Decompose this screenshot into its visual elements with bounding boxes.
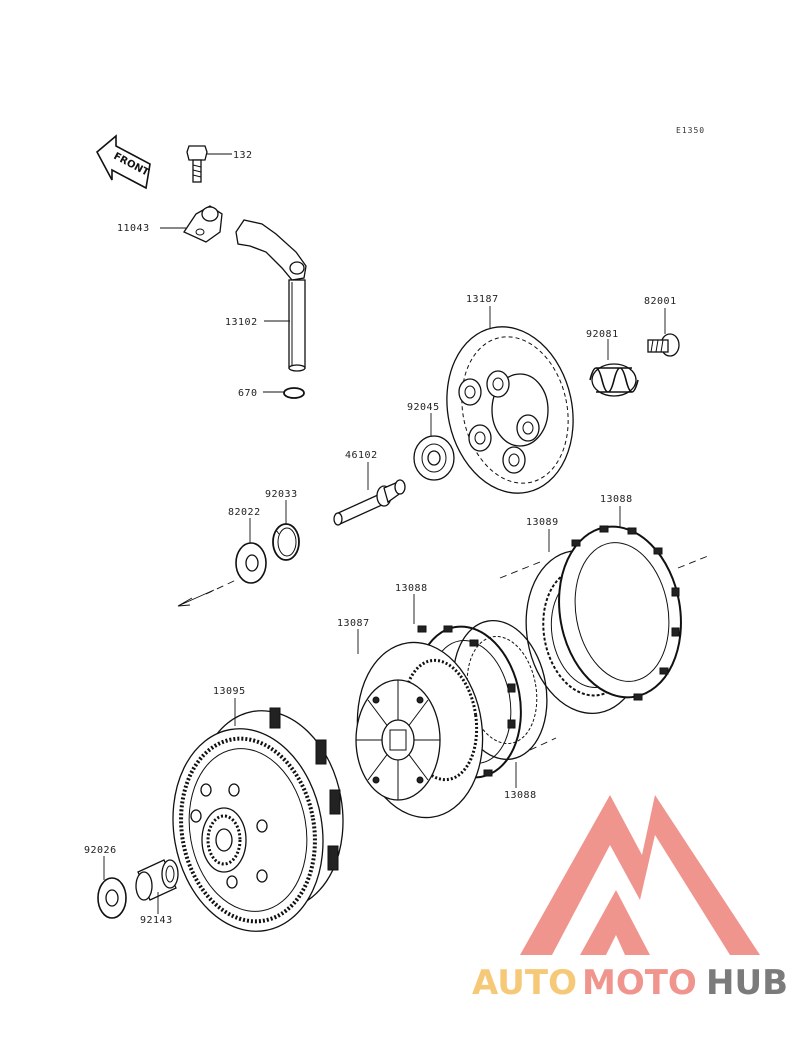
label-92081: 92081 <box>586 329 619 340</box>
pressure-plate-13187 <box>446 326 574 494</box>
label-13088-top: 13088 <box>600 494 633 505</box>
label-670: 670 <box>238 388 258 399</box>
label-11043: 11043 <box>117 223 150 234</box>
label-92026: 92026 <box>84 845 117 856</box>
label-13088-mid: 13088 <box>395 583 428 594</box>
release-shaft-13102 <box>235 219 307 372</box>
label-13087: 13087 <box>337 618 370 629</box>
logo-text-moto: MOTO <box>582 963 697 1003</box>
push-rod-46102 <box>333 479 406 526</box>
washer-82022 <box>235 542 267 584</box>
clutch-housing-13095 <box>172 707 344 932</box>
label-46102: 46102 <box>345 450 378 461</box>
label-13187: 13187 <box>466 294 499 305</box>
spring-92081 <box>589 363 639 397</box>
logo-text-auto: AUTO <box>472 963 577 1003</box>
washer-92026 <box>97 877 127 919</box>
o-ring-670 <box>283 387 305 399</box>
front-arrow-icon: FRONT <box>95 134 151 190</box>
label-92033: 92033 <box>265 489 298 500</box>
clutch-hub-13087 <box>355 641 484 819</box>
label-13095: 13095 <box>213 686 246 697</box>
bracket-11043 <box>183 205 223 243</box>
label-92045: 92045 <box>407 402 440 413</box>
label-82001: 82001 <box>644 296 677 307</box>
label-92143: 92143 <box>140 915 173 926</box>
circlip-92033 <box>272 523 300 561</box>
bolt-82001 <box>647 333 680 357</box>
bolt-132 <box>186 145 208 183</box>
label-13102: 13102 <box>225 317 258 328</box>
friction-plate-13088-top <box>558 525 682 701</box>
label-13089: 13089 <box>526 517 559 528</box>
bearing-92045 <box>413 435 455 481</box>
label-132: 132 <box>233 150 253 161</box>
label-13088-bot: 13088 <box>504 790 537 801</box>
label-82022: 82022 <box>228 507 261 518</box>
logo-text-hub: HUB <box>706 963 788 1003</box>
automotohub-logo: AUTO MOTO HUB <box>472 795 788 1003</box>
bushing-92143 <box>135 859 179 901</box>
diagram-code: E1350 <box>676 126 705 135</box>
